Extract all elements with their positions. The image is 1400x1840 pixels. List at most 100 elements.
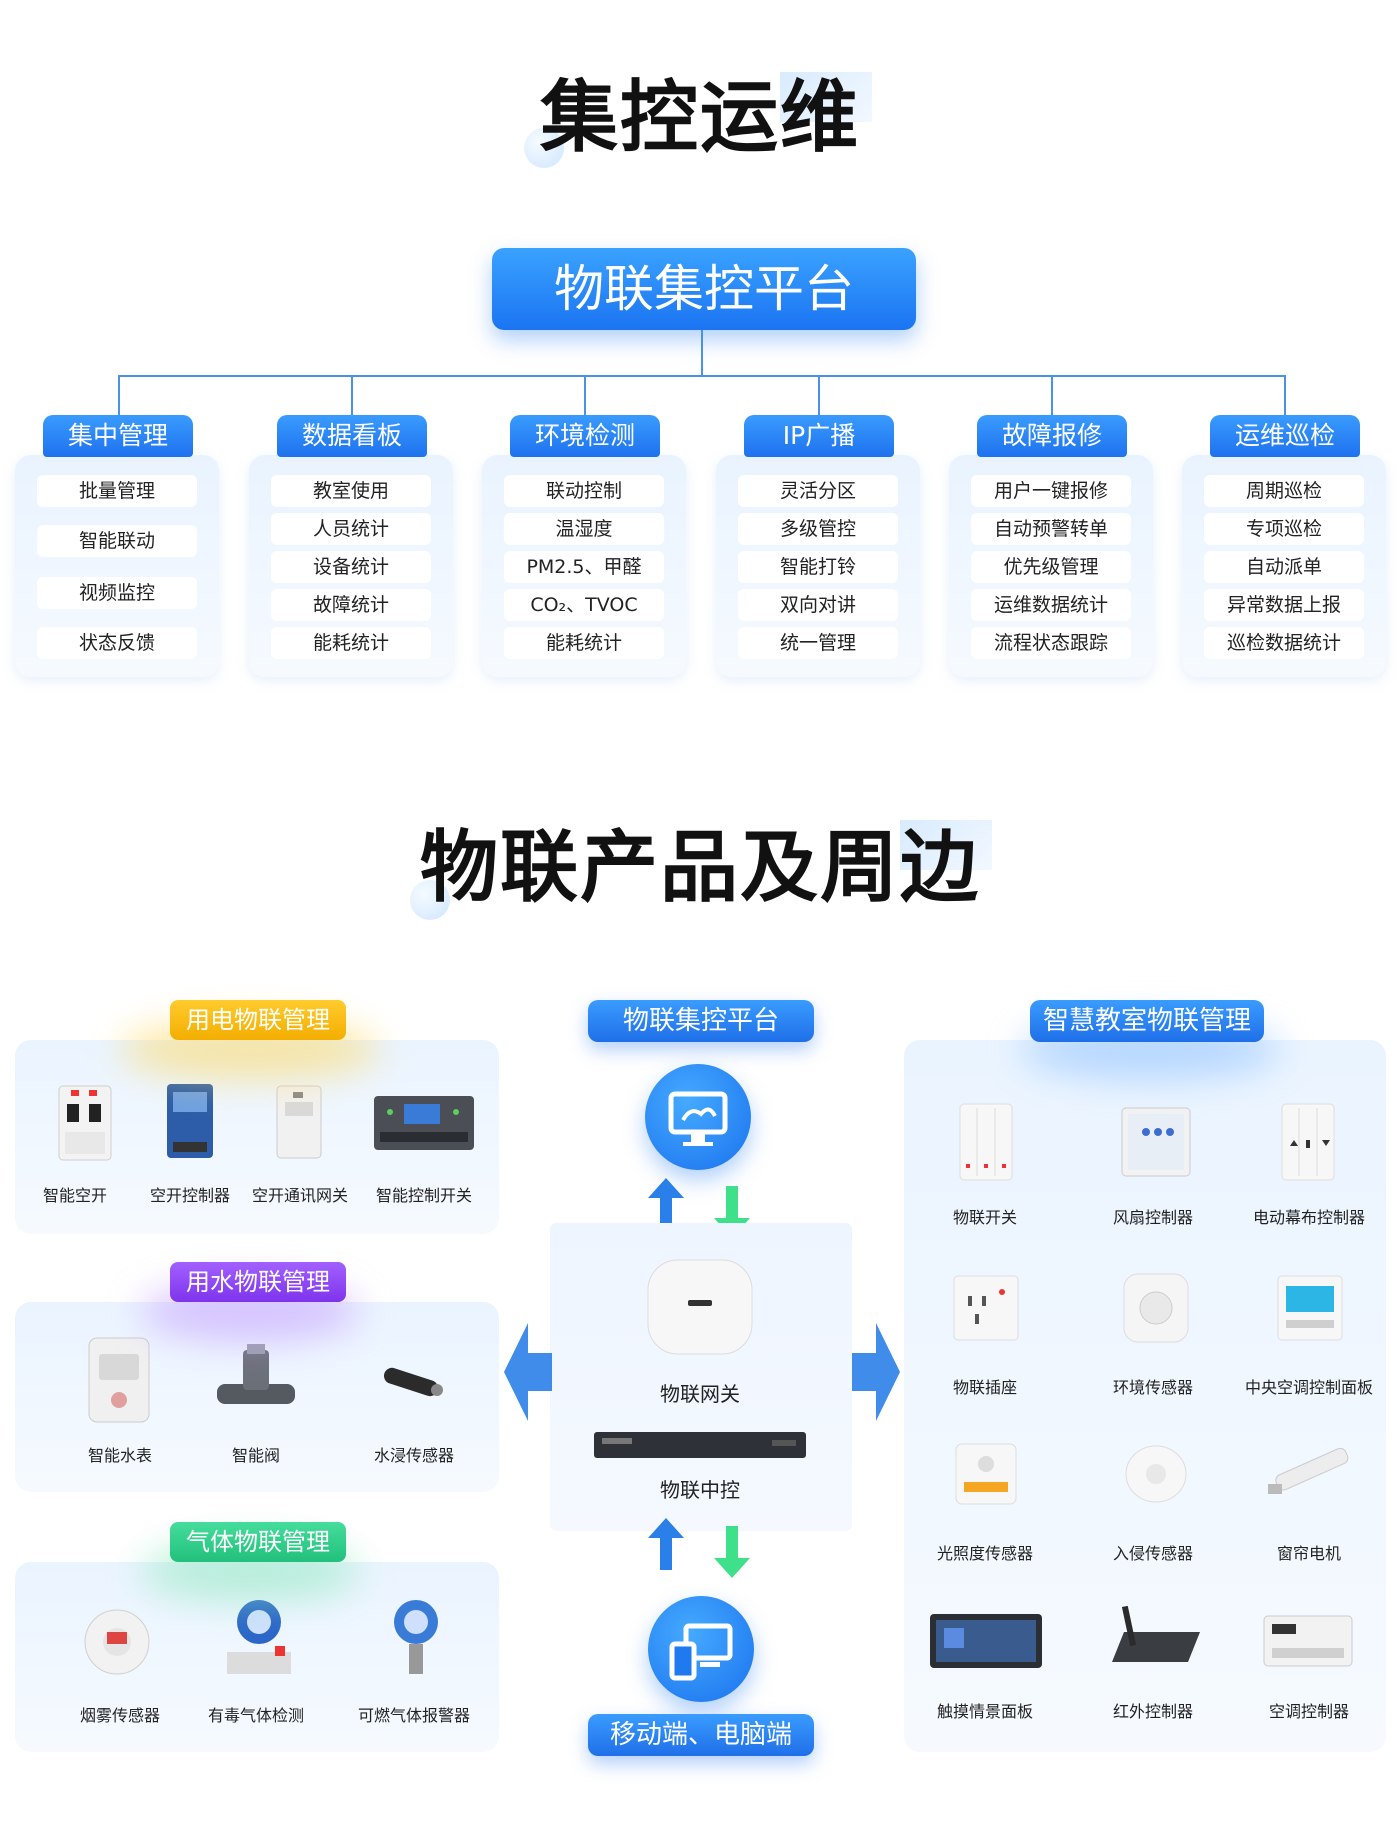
water-meter-icon <box>88 1337 150 1423</box>
title-deco-rect <box>900 820 992 870</box>
product-label: 智能水表 <box>87 1446 152 1465</box>
section-title-ops: 集控运维 <box>539 73 860 163</box>
product-label: 红外控制器 <box>1112 1702 1193 1721</box>
product-label: 触摸情景面板 <box>936 1702 1033 1721</box>
iot-gateway-icon <box>647 1259 753 1355</box>
iot-controller-icon <box>594 1432 806 1458</box>
product-label: 智能阀 <box>231 1446 280 1465</box>
product-label: 电动幕布控制器 <box>1252 1208 1365 1227</box>
environment-sensor-icon <box>1123 1273 1189 1343</box>
breaker-controller-icon <box>167 1084 213 1158</box>
ir-controller-icon <box>1112 1605 1200 1662</box>
gateway-label: 物联网关 <box>660 1382 740 1406</box>
product-label: 窗帘电机 <box>1276 1544 1341 1563</box>
touch-panel-icon <box>930 1614 1042 1668</box>
module-item: 设备统计 <box>271 551 431 583</box>
screen-controller-icon <box>1281 1103 1335 1181</box>
breaker-gateway-icon <box>276 1085 322 1159</box>
module-item: 视频监控 <box>37 577 197 609</box>
product-label: 风扇控制器 <box>1112 1208 1193 1227</box>
product-label: 智能空开 <box>42 1186 107 1205</box>
module-item: 自动预警转单 <box>971 513 1131 545</box>
smart-valve-icon <box>217 1344 295 1404</box>
water-title: 用水物联管理 <box>170 1262 346 1302</box>
module-tab-broadcast: IP广播 <box>744 415 894 457</box>
connector-drop-6 <box>1284 375 1286 417</box>
module-item: 故障统计 <box>271 589 431 621</box>
controller-label: 物联中控 <box>660 1478 740 1502</box>
classroom-title: 智慧教室物联管理 <box>1030 1000 1264 1042</box>
module-card-environment: 联动控制 温湿度 PM2.5、甲醛 CO₂、TVOC 能耗统计 <box>482 455 686 677</box>
connector-vertical-main <box>701 330 703 376</box>
arrow-left-icon <box>504 1323 552 1421</box>
smoke-sensor-icon <box>84 1609 150 1675</box>
classroom-panel: 物联开关 风扇控制器 电动幕布控制器 物联插座 环境传感器 中央空调控制面板 光… <box>904 1040 1386 1752</box>
product-label: 烟雾传感器 <box>79 1706 160 1725</box>
product-label: 物联插座 <box>952 1378 1017 1397</box>
toxic-gas-detector-icon <box>227 1600 291 1674</box>
iot-switch-icon <box>959 1103 1013 1181</box>
module-item: 自动派单 <box>1204 551 1364 583</box>
title-deco-rect <box>780 72 872 122</box>
module-card-dashboard: 教室使用 人员统计 设备统计 故障统计 能耗统计 <box>249 455 453 677</box>
section-title-products: 物联产品及周边 <box>419 823 980 913</box>
title-deco-ball <box>410 880 450 920</box>
module-item: 周期巡检 <box>1204 475 1364 507</box>
module-item: 智能联动 <box>37 525 197 557</box>
smart-breaker-icon <box>58 1085 112 1161</box>
module-tab-environment: 环境检测 <box>510 415 660 457</box>
product-label: 智能控制开关 <box>375 1186 472 1205</box>
connector-drop-5 <box>1051 375 1053 417</box>
gas-title: 气体物联管理 <box>170 1522 346 1562</box>
module-item: 联动控制 <box>504 475 664 507</box>
module-item: 巡检数据统计 <box>1204 627 1364 659</box>
module-item: 能耗统计 <box>504 627 664 659</box>
module-item: 人员统计 <box>271 513 431 545</box>
module-card-repair: 用户一键报修 自动预警转单 优先级管理 运维数据统计 流程状态跟踪 <box>949 455 1153 677</box>
product-label: 空调控制器 <box>1268 1702 1349 1721</box>
product-label: 环境传感器 <box>1112 1378 1193 1397</box>
ac-controller-icon <box>1263 1615 1353 1667</box>
intrusion-sensor-icon <box>1125 1445 1187 1503</box>
module-item: 用户一键报修 <box>971 475 1131 507</box>
smart-switch-icon <box>374 1096 474 1150</box>
module-item: PM2.5、甲醛 <box>504 551 664 583</box>
module-item: 统一管理 <box>738 627 898 659</box>
module-item: 流程状态跟踪 <box>971 627 1131 659</box>
module-item: 批量管理 <box>37 475 197 507</box>
curtain-motor-icon <box>1268 1447 1349 1494</box>
electric-title: 用电物联管理 <box>170 1000 346 1040</box>
water-panel: 智能水表 智能阀 水浸传感器 <box>15 1302 499 1492</box>
module-card-inspection: 周期巡检 专项巡检 自动派单 异常数据上报 巡检数据统计 <box>1182 455 1386 677</box>
module-tab-central: 集中管理 <box>43 415 193 457</box>
module-item: 状态反馈 <box>37 627 197 659</box>
mobile-pc-label: 移动端、电脑端 <box>588 1714 814 1756</box>
product-label: 空开通讯网关 <box>251 1186 348 1205</box>
water-sensor-icon <box>383 1367 443 1397</box>
module-item: CO₂、TVOC <box>504 589 664 621</box>
product-label: 可燃气体报警器 <box>357 1706 470 1725</box>
module-tab-inspection: 运维巡检 <box>1210 415 1360 457</box>
combustible-gas-alarm-icon <box>394 1600 438 1674</box>
product-label: 光照度传感器 <box>936 1544 1033 1563</box>
module-item: 能耗统计 <box>271 627 431 659</box>
arrow-up-icon <box>648 1178 684 1230</box>
module-item: 教室使用 <box>271 475 431 507</box>
module-card-central: 批量管理 智能联动 视频监控 状态反馈 <box>15 455 219 677</box>
module-item: 灵活分区 <box>738 475 898 507</box>
fan-controller-icon <box>1121 1107 1191 1177</box>
devices-icon <box>648 1596 754 1702</box>
connector-horizontal <box>118 375 1286 377</box>
monitor-icon <box>645 1064 751 1170</box>
module-item: 智能打铃 <box>738 551 898 583</box>
arrow-up-icon <box>648 1518 684 1570</box>
module-item: 专项巡检 <box>1204 513 1364 545</box>
title-deco-ball <box>524 128 564 168</box>
center-platform-label: 物联集控平台 <box>588 1000 814 1042</box>
module-item: 双向对讲 <box>738 589 898 621</box>
connector-drop-4 <box>818 375 820 417</box>
module-card-broadcast: 灵活分区 多级管控 智能打铃 双向对讲 统一管理 <box>716 455 920 677</box>
product-label: 入侵传感器 <box>1112 1544 1193 1563</box>
module-item: 优先级管理 <box>971 551 1131 583</box>
ac-control-panel-icon <box>1277 1275 1343 1341</box>
